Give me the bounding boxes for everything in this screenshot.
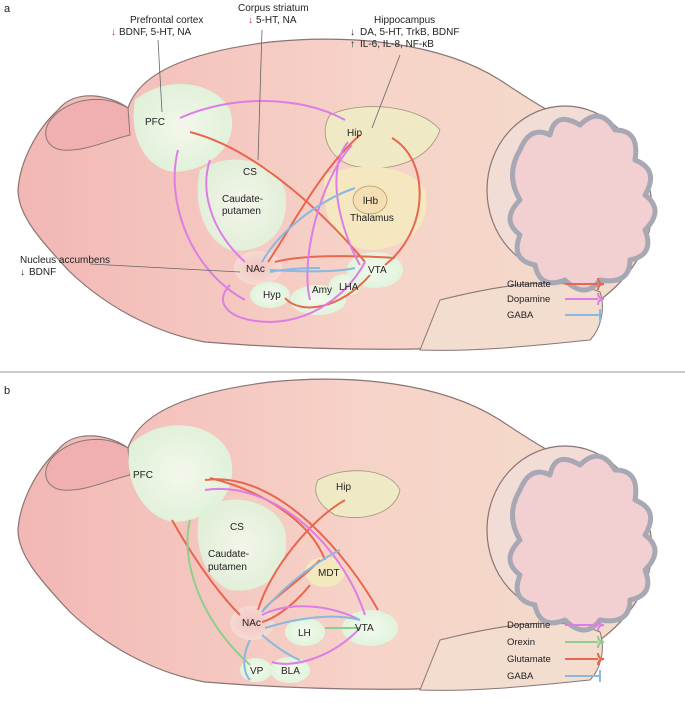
ihb-region-a (352, 185, 388, 215)
dopamine-synapse-icon (565, 618, 605, 632)
label-thalamus: Thalamus (350, 213, 394, 224)
legend-b-glutamate: Glutamate (507, 654, 551, 665)
dopamine-synapse-icon (565, 292, 605, 306)
glutamate-synapse-icon (565, 652, 605, 666)
annotation-cs: Corpus striatum ↓ 5-HT, NA (238, 3, 309, 26)
legend-a: Glutamate Dopamine GABA (507, 277, 605, 321)
hip-annotation-values-2: IL-6, IL-8, NF-κB (360, 39, 434, 50)
lh-region-b (285, 618, 325, 646)
label-vta: VTA (368, 265, 387, 276)
orexin-paths-b (186, 519, 360, 666)
label-ihb: lHb (363, 196, 378, 207)
hyp-region-a (250, 282, 290, 308)
panel-b-letter: b (4, 385, 10, 397)
pfc-annotation-values: BDNF, 5-HT, NA (119, 27, 192, 38)
dopamine-paths-a (173, 100, 366, 323)
label-nac-b: NAc (242, 618, 261, 629)
label-hip-b: Hip (336, 482, 351, 493)
label-bla-b: BLA (281, 666, 300, 677)
legend-a-dopamine: Dopamine (507, 294, 550, 305)
pfc-region-b (128, 425, 233, 522)
label-pfc-b: PFC (133, 470, 153, 481)
leader-lines-a (89, 29, 401, 273)
olfactory-bulb-a (45, 98, 131, 151)
legend-b-gaba: GABA (507, 671, 534, 682)
gaba-paths-a (261, 187, 356, 273)
panel-a-letter: a (4, 3, 11, 15)
down-arrow-icon: ↓ (248, 15, 253, 26)
annotation-pfc: Prefrontal cortex ↓ BDNF, 5-HT, NA (111, 15, 203, 38)
annotation-hip: Hippocampus ↓ DA, 5-HT, TrkB, BDNF ↑ IL-… (350, 15, 459, 50)
label-amy: Amy (312, 285, 332, 296)
nac-annotation-values: BDNF (29, 267, 56, 278)
panel-a: a (4, 3, 658, 351)
label-lha: LHA (339, 282, 359, 293)
annotation-nac: Nucleus accumbens ↓ BDNF (20, 255, 110, 278)
label-hip: Hip (347, 128, 362, 139)
down-arrow-icon: ↓ (20, 267, 25, 278)
hip-annotation-values-1: DA, 5-HT, TrkB, BDNF (360, 27, 459, 38)
nac-annotation-title: Nucleus accumbens (20, 255, 110, 266)
label-putamen: putamen (222, 206, 261, 217)
label-cs: CS (243, 167, 257, 178)
legend-a-glutamate: Glutamate (507, 279, 551, 290)
label-vta-b: VTA (355, 623, 374, 634)
hip-annotation-title: Hippocampus (374, 15, 435, 26)
region-labels-b: PFC Hip CS Caudate- putamen MDT NAc LH V… (133, 470, 374, 677)
orexin-synapse-icon (565, 635, 605, 649)
label-cs-b: CS (230, 522, 244, 533)
label-caudate-b: Caudate- (208, 549, 249, 560)
legend-a-gaba: GABA (507, 310, 534, 321)
label-caudate: Caudate- (222, 194, 263, 205)
label-mdt-b: MDT (318, 568, 340, 579)
cerebellum-b (486, 445, 658, 633)
legend-b-dopamine: Dopamine (507, 620, 550, 631)
gaba-synapse-icon (565, 309, 601, 321)
brainstem-a (419, 282, 603, 351)
label-hyp: Hyp (263, 290, 281, 301)
dopamine-paths-b (204, 487, 366, 665)
gaba-synapse-icon (565, 670, 601, 682)
cs-annotation-title: Corpus striatum (238, 3, 309, 14)
pfc-annotation-title: Prefrontal cortex (130, 15, 203, 26)
caudate-region-b (197, 499, 287, 591)
legend-b-orexin: Orexin (507, 637, 535, 648)
region-labels-a: PFC Hip CS Caudate- putamen lHb Thalamus… (145, 117, 394, 301)
cerebellum-a (486, 105, 658, 293)
down-arrow-icon: ↓ (111, 27, 116, 38)
down-arrow-icon: ↓ (350, 27, 355, 38)
cs-annotation-values: 5-HT, NA (256, 15, 297, 26)
olfactory-bulb-b (45, 438, 131, 491)
label-vp-b: VP (250, 666, 264, 677)
legend-b: Dopamine Orexin Glutamate GABA (507, 618, 605, 682)
pfc-region-a (133, 83, 233, 172)
gaba-paths-b (243, 549, 361, 681)
up-arrow-icon: ↑ (350, 39, 355, 50)
caudate-region-a (197, 159, 287, 251)
panel-b: b (4, 378, 658, 691)
label-nac: NAc (246, 264, 265, 275)
hip-region-a (324, 106, 441, 169)
label-pfc: PFC (145, 117, 165, 128)
glutamate-synapse-icon (565, 277, 605, 291)
label-lh-b: LH (298, 628, 311, 639)
brainstem-b (419, 622, 603, 691)
label-putamen-b: putamen (208, 562, 247, 573)
